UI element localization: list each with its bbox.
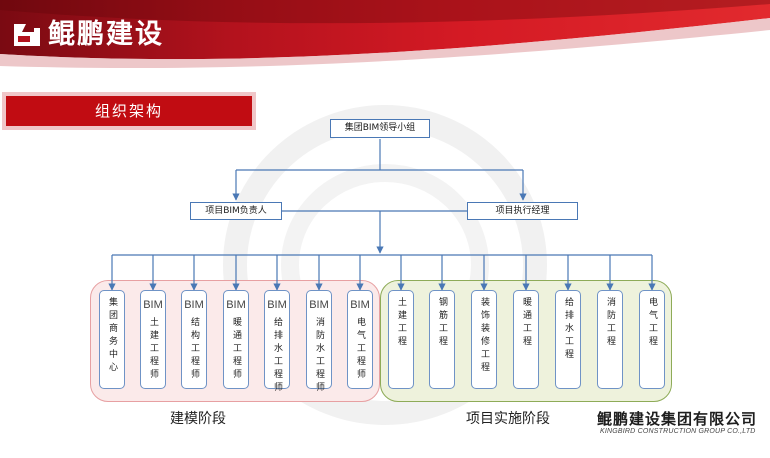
role-label: 结构工程师 [189,317,199,382]
work-box: 土建工程 [388,290,414,389]
work-box: 给排水工程 [555,290,581,389]
work-box: 钢筋工程 [429,290,455,389]
stage-label-modeling: 建模阶段 [170,411,226,427]
footer-company-name: 鲲鹏建设集团有限公司 [597,410,758,428]
section-header: 组织架构 [6,96,252,126]
org-node-bim-lead: 项目BIM负责人 [190,202,282,220]
role-label: 消防水工程师 [314,317,324,395]
role-box: BIM 暖通工程师 [223,290,249,389]
org-node-exec-manager: 项目执行经理 [467,202,578,220]
work-label: 电气工程 [647,297,657,349]
work-label: 土建工程 [396,297,406,349]
role-label: 土建工程师 [148,317,158,382]
role-box: BIM 电气工程师 [347,290,373,389]
role-prefix: BIM [226,299,246,311]
role-label: 集团商务中心 [107,297,117,375]
header-banner: 鲲鹏建设 [0,0,770,72]
work-box: 消防工程 [597,290,623,389]
brand-mark-icon [14,24,40,46]
role-box: 集团商务中心 [99,290,125,389]
role-box: BIM 结构工程师 [181,290,207,389]
section-title: 组织架构 [94,102,163,120]
role-label: 暖通工程师 [231,317,241,382]
role-label: 给排水工程师 [272,317,282,395]
work-box: 装饰装修工程 [471,290,497,389]
stage-label-implementation: 项目实施阶段 [466,411,550,427]
role-box: BIM 消防水工程师 [306,290,332,395]
brand-name: 鲲鹏建设 [48,19,164,50]
work-label: 消防工程 [605,297,615,349]
banner-swoosh [0,0,770,72]
work-box: 电气工程 [639,290,665,389]
work-label: 给排水工程 [563,297,573,362]
role-prefix: BIM [309,299,329,311]
work-label: 装饰装修工程 [479,297,489,375]
org-node-leadership: 集团BIM领导小组 [330,119,430,138]
work-box: 暖通工程 [513,290,539,389]
work-label: 钢筋工程 [437,297,447,349]
role-prefix: BIM [184,299,204,311]
footer-company-english: KINGBIRD CONSTRUCTION GROUP CO.,LTD [600,428,756,435]
work-label: 暖通工程 [521,297,531,349]
role-box: BIM 给排水工程师 [264,290,290,395]
role-box: BIM 土建工程师 [140,290,166,389]
role-prefix: BIM [350,299,370,311]
role-label: 电气工程师 [355,317,365,382]
role-prefix: BIM [267,299,287,311]
role-prefix: BIM [143,299,163,311]
brand-logo: 鲲鹏建设 [12,18,164,52]
